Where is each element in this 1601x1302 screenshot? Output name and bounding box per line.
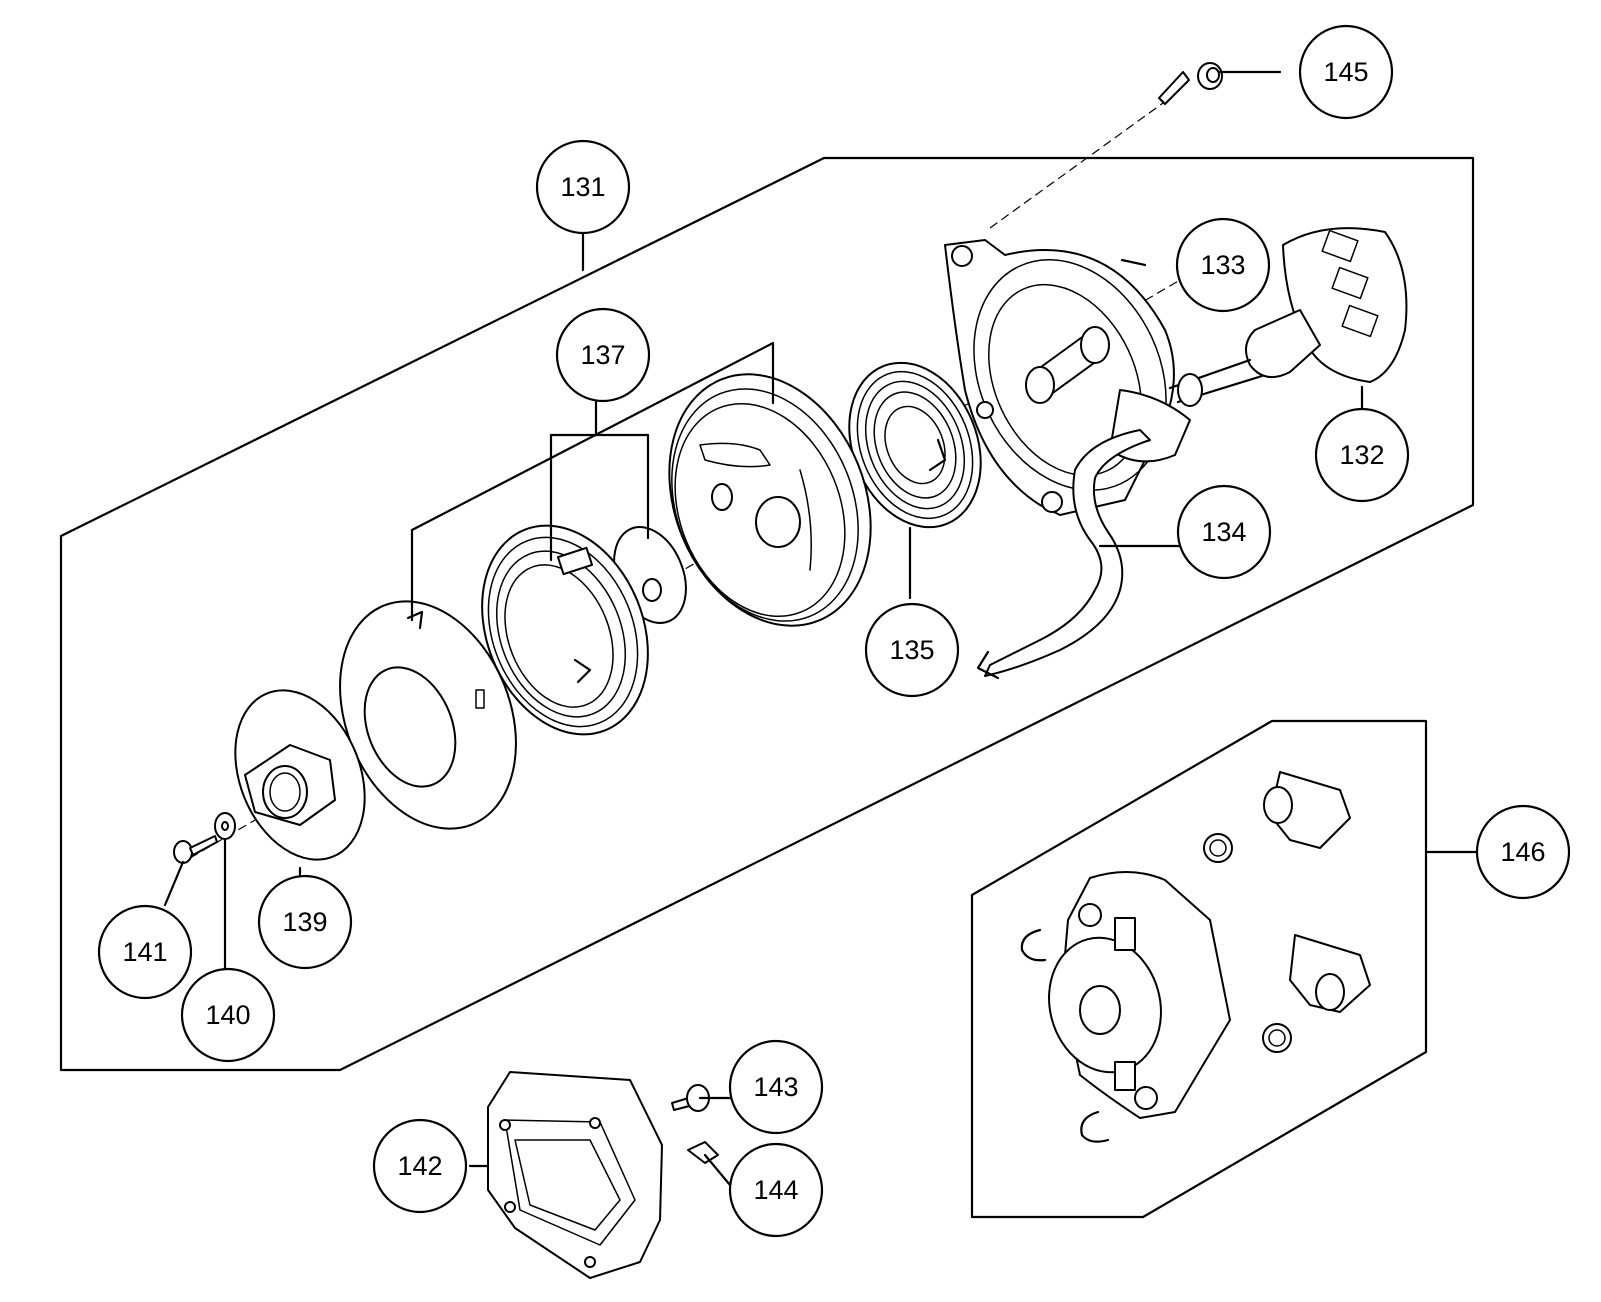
callout-137: 137 [555, 307, 651, 403]
part-144-nut [687, 1141, 719, 1164]
callout-134: 134 [1176, 484, 1272, 580]
callout-133-label: 133 [1200, 250, 1245, 280]
callout-131: 131 [535, 139, 631, 235]
callout-145: 145 [1298, 24, 1394, 120]
part-134-rope [976, 429, 1151, 680]
callout-140-label: 140 [205, 1000, 250, 1030]
part-137-spring-case [481, 524, 649, 736]
callout-135-label: 135 [889, 635, 934, 665]
callout-146-label: 146 [1500, 837, 1545, 867]
leader-lines [163, 70, 1480, 1187]
callout-143-label: 143 [753, 1072, 798, 1102]
callout-141-label: 141 [122, 937, 167, 967]
callout-144: 144 [728, 1142, 824, 1238]
part-140-washer [214, 812, 236, 840]
callout-145-label: 145 [1323, 57, 1368, 87]
part-ring-plate [339, 600, 517, 830]
callout-142: 142 [372, 1118, 468, 1214]
callout-135: 135 [864, 602, 960, 698]
callout-139: 139 [257, 874, 353, 970]
callout-132: 132 [1314, 407, 1410, 503]
callout-139-label: 139 [282, 907, 327, 937]
callout-144-label: 144 [753, 1175, 798, 1205]
callout-140: 140 [180, 967, 276, 1063]
part-142-fan-cover [487, 1071, 663, 1279]
callout-142-label: 142 [397, 1151, 442, 1181]
part-141-screw [173, 835, 218, 864]
part-145-screw [1158, 62, 1223, 105]
part-146-pawl-assembly [1020, 771, 1371, 1143]
callout-146: 146 [1475, 804, 1571, 900]
part-135-spring [848, 361, 982, 529]
callout-134-label: 134 [1201, 517, 1246, 547]
callout-133: 133 [1175, 217, 1271, 313]
screw-axis-145 [989, 97, 1171, 229]
part-132-handle [1168, 227, 1408, 407]
part-139-ratchet [234, 689, 366, 861]
callout-143: 143 [728, 1039, 824, 1135]
assembly-146-outline [970, 719, 1428, 1219]
callout-141: 141 [97, 904, 193, 1000]
callout-137-label: 137 [580, 340, 625, 370]
callout-131-label: 131 [560, 172, 605, 202]
callout-132-label: 132 [1339, 440, 1384, 470]
assembly-131-outline [59, 156, 1475, 1072]
part-reel-pulley [668, 373, 872, 627]
